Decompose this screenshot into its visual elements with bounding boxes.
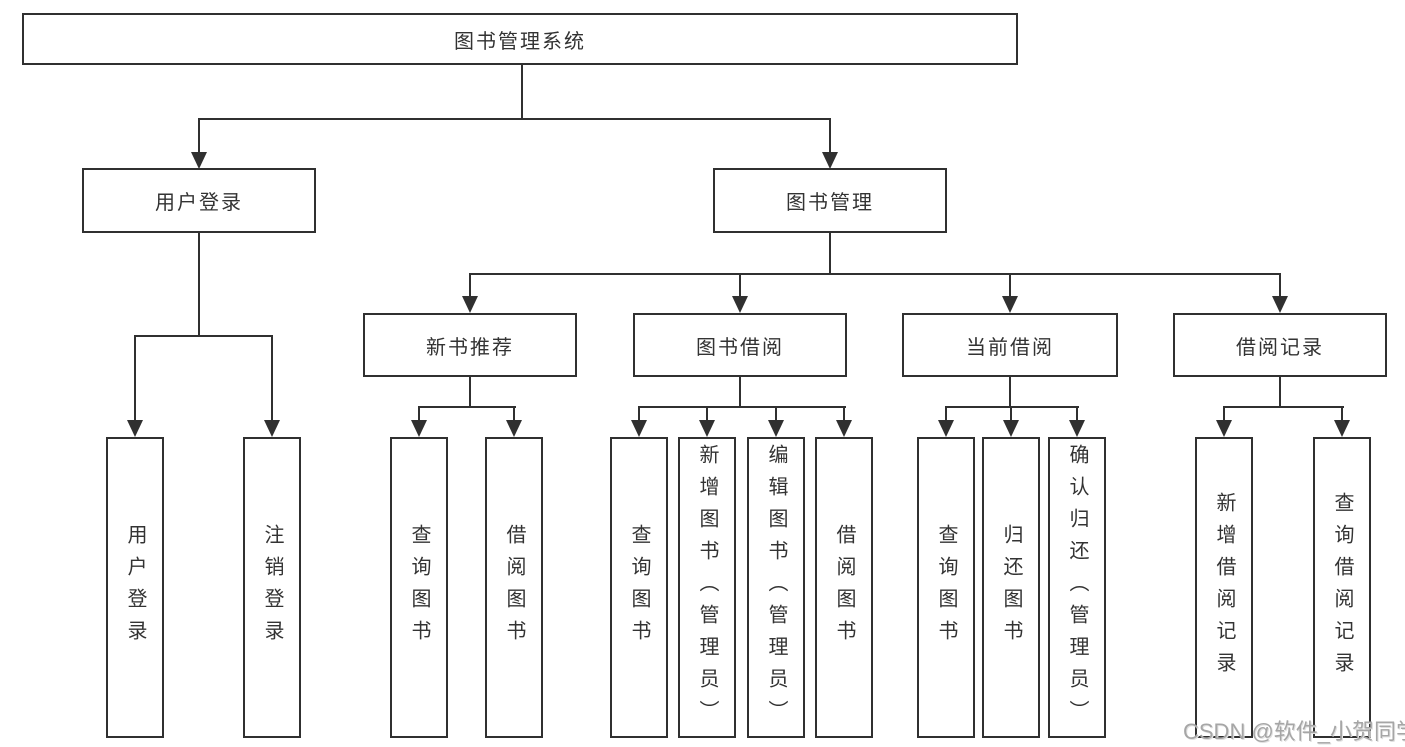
- leaf-user-login: 用户登录: [106, 437, 164, 738]
- arrowhead-down-icon: [1003, 420, 1019, 437]
- connector-line: [1010, 406, 1012, 420]
- arrowhead-down-icon: [1069, 420, 1085, 437]
- leaf-confirm-return-admin: 确认归还（管理员）: [1048, 437, 1106, 738]
- node-library-management-system: 图书管理系统: [22, 13, 1018, 65]
- connector-line: [638, 406, 846, 408]
- node-label: 图书管理系统: [454, 30, 586, 53]
- connector-line: [418, 406, 516, 408]
- connector-line: [1223, 406, 1344, 408]
- leaf-add-books-admin: 新增图书（管理员）: [678, 437, 736, 738]
- arrowhead-down-icon: [631, 420, 647, 437]
- connector-line: [134, 335, 136, 420]
- connector-line: [638, 406, 640, 420]
- leaf-query-books-borrowing: 查询图书: [610, 437, 668, 738]
- connector-line: [469, 377, 471, 407]
- connector-line: [1279, 273, 1281, 297]
- connector-line: [1223, 406, 1225, 420]
- node-label: 新增借阅记录: [1213, 491, 1235, 684]
- node-book-management: 图书管理: [713, 168, 947, 233]
- connector-line: [198, 118, 200, 154]
- leaf-add-borrow-record: 新增借阅记录: [1195, 437, 1253, 738]
- connector-line: [198, 233, 200, 335]
- node-label: 用户登录: [124, 523, 146, 652]
- connector-line: [739, 377, 741, 407]
- arrowhead-down-icon: [1002, 296, 1018, 313]
- arrowhead-down-icon: [411, 420, 427, 437]
- node-label: 用户登录: [155, 192, 243, 214]
- node-label: 查询图书: [408, 523, 430, 652]
- arrowhead-down-icon: [768, 420, 784, 437]
- node-label: 新书推荐: [426, 336, 514, 359]
- leaf-edit-books-admin: 编辑图书（管理员）: [747, 437, 805, 738]
- connector-line: [775, 406, 777, 420]
- connector-line: [1009, 273, 1011, 297]
- node-book-borrowing: 图书借阅: [633, 313, 847, 377]
- arrowhead-down-icon: [699, 420, 715, 437]
- arrowhead-down-icon: [1334, 420, 1350, 437]
- node-new-book-recommend: 新书推荐: [363, 313, 577, 377]
- node-label: 查询图书: [628, 523, 650, 652]
- arrowhead-down-icon: [1272, 296, 1288, 313]
- connector-line: [706, 406, 708, 420]
- leaf-query-books-current: 查询图书: [917, 437, 975, 738]
- connector-line: [829, 233, 831, 273]
- csdn-watermark: CSDN @软件_小贺同学: [1183, 719, 1405, 744]
- arrowhead-down-icon: [127, 420, 143, 437]
- node-label: 借阅图书: [503, 523, 525, 652]
- connector-line: [198, 118, 831, 120]
- arrowhead-down-icon: [1216, 420, 1232, 437]
- leaf-query-borrow-record: 查询借阅记录: [1313, 437, 1371, 738]
- leaf-query-books-recommend: 查询图书: [390, 437, 448, 738]
- node-current-borrowing: 当前借阅: [902, 313, 1118, 377]
- node-label: 图书管理: [786, 192, 874, 214]
- node-label: 归还图书: [1000, 523, 1022, 652]
- arrowhead-down-icon: [506, 420, 522, 437]
- connector-line: [829, 118, 831, 154]
- arrowhead-down-icon: [836, 420, 852, 437]
- leaf-borrow-books: 借阅图书: [815, 437, 873, 738]
- connector-line: [521, 65, 523, 118]
- arrowhead-down-icon: [191, 152, 207, 169]
- connector-line: [469, 273, 1281, 275]
- connector-line: [843, 406, 845, 420]
- arrowhead-down-icon: [732, 296, 748, 313]
- node-label: 查询图书: [935, 523, 957, 652]
- connector-line: [739, 273, 741, 297]
- connector-line: [469, 273, 471, 297]
- connector-line: [418, 406, 420, 420]
- connector-line: [1341, 406, 1343, 420]
- arrowhead-down-icon: [822, 152, 838, 169]
- leaf-return-books: 归还图书: [982, 437, 1040, 738]
- connector-line: [513, 406, 515, 420]
- connector-line: [1076, 406, 1078, 420]
- node-label: 确认归还（管理员）: [1066, 443, 1088, 732]
- arrowhead-down-icon: [462, 296, 478, 313]
- leaf-borrow-books-recommend: 借阅图书: [485, 437, 543, 738]
- connector-line: [1279, 377, 1281, 407]
- node-label: 新增图书（管理员）: [696, 443, 718, 732]
- connector-line: [134, 335, 273, 337]
- node-label: 当前借阅: [966, 336, 1054, 359]
- leaf-logout: 注销登录: [243, 437, 301, 738]
- node-label: 借阅记录: [1236, 336, 1324, 359]
- node-user-login: 用户登录: [82, 168, 316, 233]
- node-label: 图书借阅: [696, 336, 784, 359]
- arrowhead-down-icon: [938, 420, 954, 437]
- node-label: 查询借阅记录: [1331, 491, 1353, 684]
- connector-line: [271, 335, 273, 420]
- connector-line: [945, 406, 947, 420]
- node-label: 编辑图书（管理员）: [765, 443, 787, 732]
- node-borrowing-records: 借阅记录: [1173, 313, 1387, 377]
- connector-line: [1009, 377, 1011, 407]
- node-label: 借阅图书: [833, 523, 855, 652]
- connector-line: [945, 406, 1079, 408]
- arrowhead-down-icon: [264, 420, 280, 437]
- node-label: 注销登录: [261, 523, 283, 652]
